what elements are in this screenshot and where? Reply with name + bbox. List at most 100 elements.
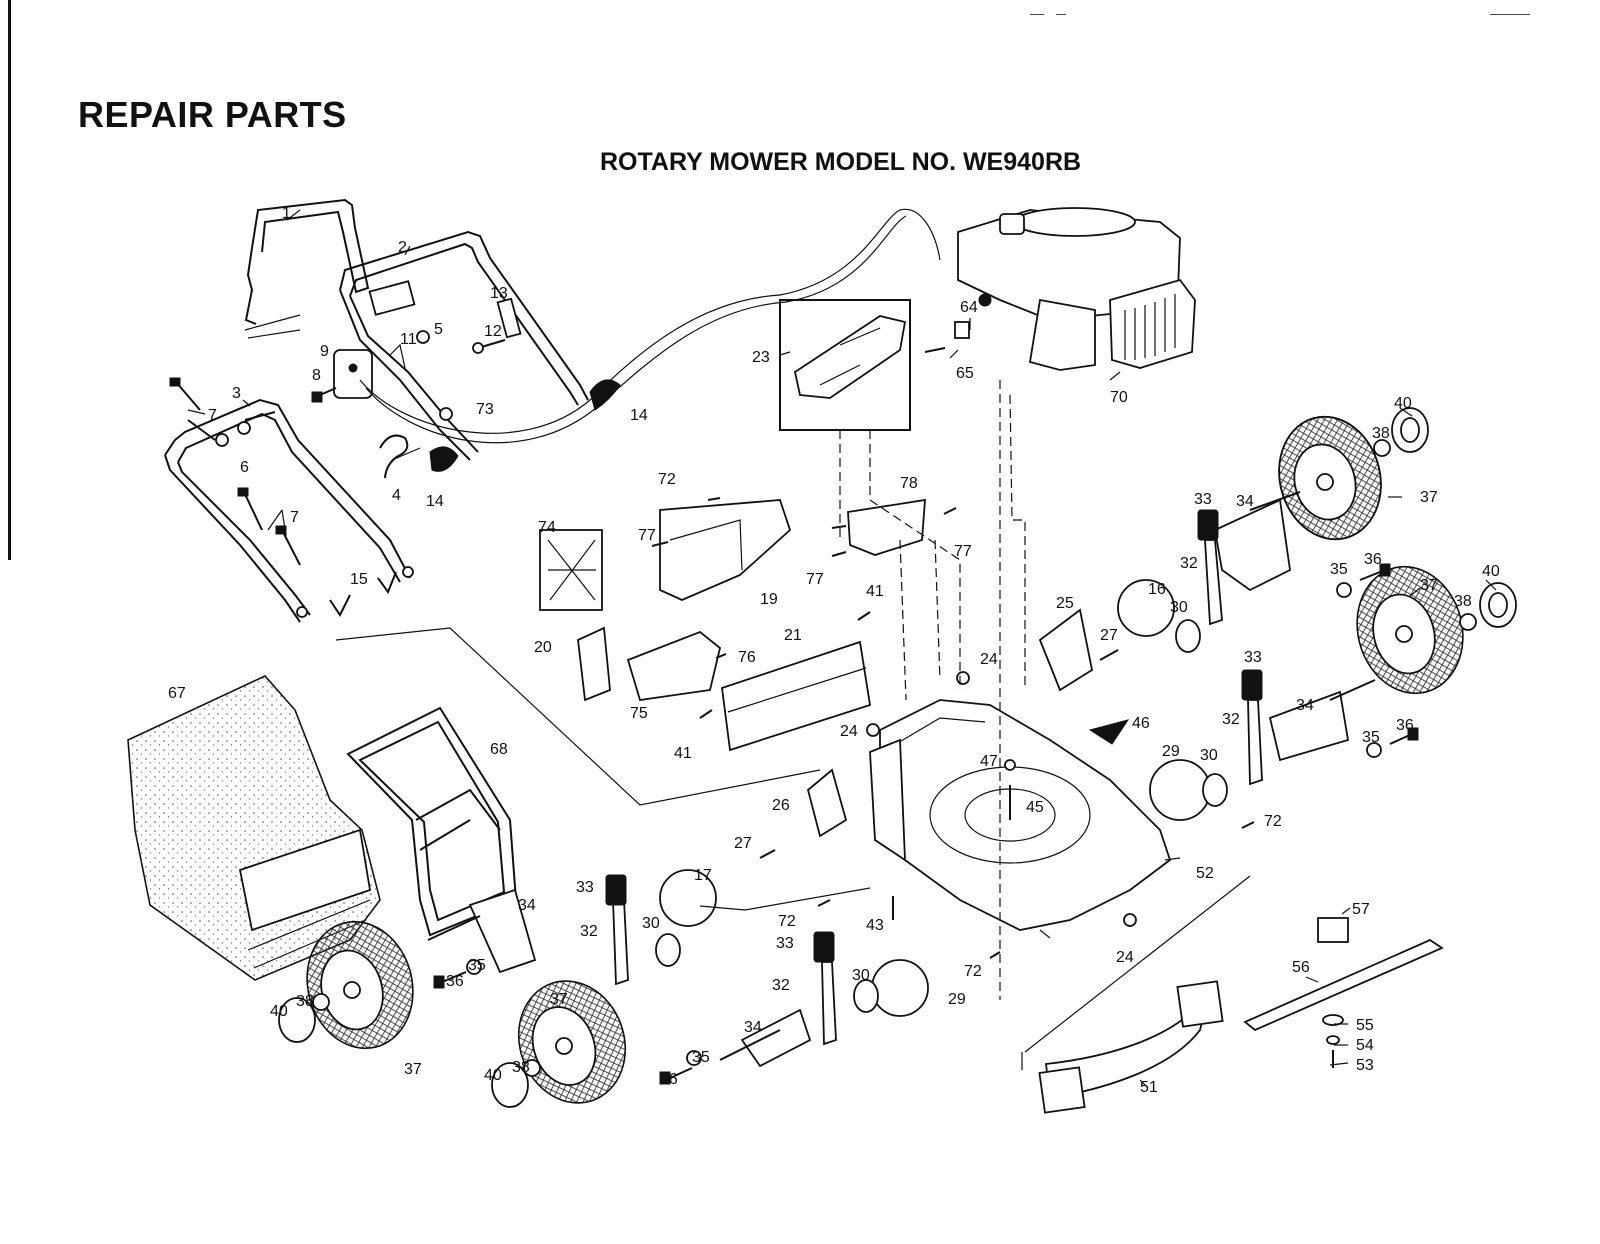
callout-74: 74 (538, 519, 556, 536)
callout-32-c: 32 (580, 923, 598, 940)
upper-handle-part-1 (244, 198, 370, 339)
callout-8: 8 (312, 367, 321, 384)
callout-35-d: 35 (692, 1049, 710, 1066)
callout-72-a: 72 (658, 471, 676, 488)
lower-handle-part-3 (164, 398, 414, 623)
callout-14-right: 14 (630, 407, 648, 424)
handle-knob-part-15 (329, 571, 397, 617)
small-hardware-5-11-12-13 (389, 297, 522, 369)
callout-40-c: 40 (270, 1003, 288, 1020)
callout-72-b: 72 (1264, 813, 1282, 830)
callout-36-a: 36 (1364, 551, 1382, 568)
callout-67: 67 (168, 685, 186, 702)
callout-4: 4 (392, 487, 401, 504)
callout-5: 5 (434, 321, 443, 338)
callout-7-lower: 7 (290, 509, 299, 526)
callout-68: 68 (490, 741, 508, 758)
page-edge-line (8, 0, 11, 560)
callout-43: 43 (866, 917, 884, 934)
washer-part-55 (1322, 1014, 1344, 1026)
callout-40-b: 40 (1482, 563, 1500, 580)
washers-part-35 (466, 582, 1382, 1066)
callout-3: 3 (232, 385, 241, 402)
control-cable-second-strand (365, 215, 907, 444)
hub-caps-part-40 (278, 407, 1517, 1108)
washer-part-47 (1004, 759, 1016, 771)
callout-38-d: 38 (512, 1059, 530, 1076)
callout-15: 15 (350, 571, 368, 588)
baffle-part-51 (1038, 980, 1224, 1114)
callout-33-d: 33 (776, 935, 794, 952)
bracket-part-75 (626, 630, 722, 702)
callout-41-bottom: 41 (674, 745, 692, 762)
callout-40-a: 40 (1394, 395, 1412, 412)
blade-part-56 (1243, 938, 1444, 1032)
callout-45: 45 (1026, 799, 1044, 816)
callout-78: 78 (900, 475, 918, 492)
callout-30-a: 30 (1170, 599, 1188, 616)
callout-24-mid: 24 (840, 723, 858, 740)
callout-75: 75 (630, 705, 648, 722)
callout-34-d: 34 (744, 1019, 762, 1036)
cover-part-19 (659, 499, 792, 601)
wheel-part-37-lower-center (517, 980, 627, 1104)
scan-mark (1490, 14, 1530, 15)
washer-part-54 (1326, 1035, 1340, 1045)
callout-20: 20 (534, 639, 552, 656)
wheel-part-37-lower-left (306, 920, 414, 1050)
callout-34-c: 34 (518, 897, 536, 914)
callout-17: 17 (694, 867, 712, 884)
callout-76: 76 (738, 649, 756, 666)
bolts-part-36 (433, 563, 1419, 1085)
callout-55: 55 (1356, 1017, 1374, 1034)
callout-38-b: 38 (1454, 593, 1472, 610)
callout-72-d: 72 (964, 963, 982, 980)
callout-34-a: 34 (1236, 493, 1254, 510)
handle-bolts-part-6-7 (169, 377, 301, 566)
callout-29-right: 29 (1162, 743, 1180, 760)
wheel-part-37-mid-right (1356, 565, 1464, 695)
callout-23: 23 (752, 349, 770, 366)
callout-35-c: 35 (468, 957, 486, 974)
callout-2: 2 (398, 239, 407, 256)
engine-part-70 (957, 207, 1196, 371)
callout-54: 54 (1356, 1037, 1374, 1054)
scan-mark (1030, 14, 1044, 15)
nut-part-73 (439, 407, 453, 421)
callout-47: 47 (980, 753, 998, 770)
callout-13: 13 (490, 285, 508, 302)
upper-handle-part-2 (339, 230, 589, 461)
callout-36-d: 36 (660, 1071, 678, 1088)
assembly-guide-lines (335, 380, 1251, 1070)
callout-32-d: 32 (772, 977, 790, 994)
callout-65: 65 (956, 365, 974, 382)
callout-11: 11 (400, 331, 417, 348)
callout-37-a: 37 (1420, 489, 1438, 506)
wheel-part-37-upper-right (1278, 415, 1382, 541)
callout-30-c: 30 (642, 915, 660, 932)
callout-30-b: 30 (1200, 747, 1218, 764)
callout-30-d: 30 (852, 967, 870, 984)
callout-36-b: 36 (1396, 717, 1414, 734)
grass-bag-part-67 (127, 675, 381, 981)
callout-9: 9 (320, 343, 329, 360)
callout-16: 16 (1148, 581, 1166, 598)
callout-57: 57 (1352, 901, 1370, 918)
adapter-part-57 (1317, 917, 1349, 943)
callout-46: 46 (1132, 715, 1150, 732)
bracket-part-26 (806, 768, 848, 838)
callout-77-a: 77 (638, 527, 656, 544)
height-levers-part-32-33 (605, 509, 1263, 1046)
bushings-part-30 (655, 619, 1228, 1013)
callout-40-d: 40 (484, 1067, 502, 1084)
callout-33-a: 33 (1194, 491, 1212, 508)
callout-12: 12 (484, 323, 502, 340)
rear-skirt-part-21 (721, 640, 872, 752)
callout-37-b: 37 (1420, 577, 1438, 594)
callout-27-left: 27 (734, 835, 752, 852)
bracket-part-64 (954, 321, 970, 339)
callout-21: 21 (784, 627, 802, 644)
callout-38-c: 38 (296, 993, 314, 1010)
callout-35-b: 35 (1362, 729, 1380, 746)
